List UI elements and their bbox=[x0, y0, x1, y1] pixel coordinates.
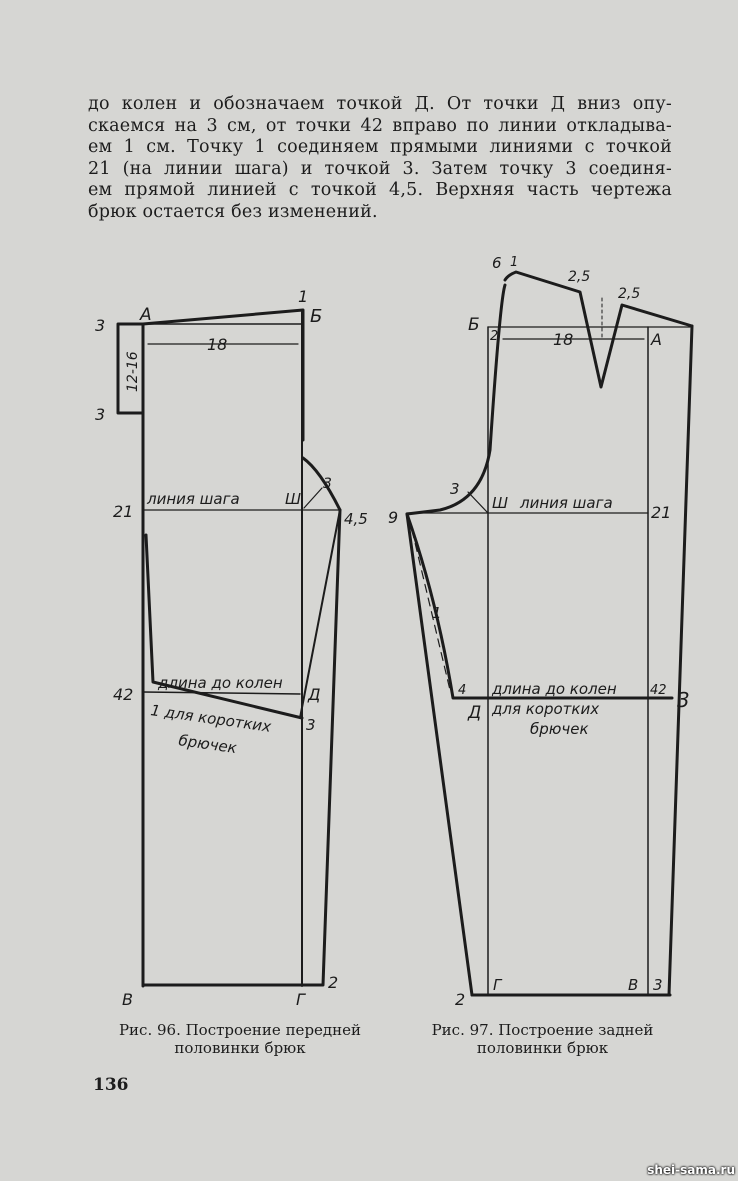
label-b: Б bbox=[310, 306, 322, 327]
label-3: 3 bbox=[653, 976, 663, 994]
label-3: 3 bbox=[677, 688, 690, 712]
label-d: Д bbox=[467, 703, 481, 723]
figure-97-caption: Рис. 97. Построение задней половинки брю… bbox=[405, 1021, 680, 1057]
label-step-line: линия шага bbox=[146, 490, 240, 508]
body-paragraph: до колен и обозначаем точкой Д. От точки… bbox=[88, 94, 672, 223]
label-18: 18 bbox=[553, 330, 573, 349]
figure-96-front-half: А 1 Б 3 3 12-16 18 21 линия шага Ш 3 4,5… bbox=[95, 287, 368, 1009]
label-g: Г bbox=[493, 976, 503, 994]
figure-96-caption: Рис. 96. Построение передней половинки б… bbox=[100, 1021, 380, 1057]
label-knee-line: длина до колен bbox=[491, 680, 617, 698]
label-a: А bbox=[650, 330, 662, 349]
label-short-trousers: для коротких bbox=[491, 700, 599, 718]
label-3: 3 bbox=[323, 476, 332, 492]
label-dart-2-5: 2,5 bbox=[568, 269, 590, 285]
label-3: 3 bbox=[306, 716, 316, 734]
label-2: 2 bbox=[328, 973, 338, 992]
label-1: 1 bbox=[298, 287, 308, 306]
label-18: 18 bbox=[207, 335, 227, 354]
label-6: 6 bbox=[492, 254, 502, 272]
caption-line: Рис. 97. Построение задней bbox=[431, 1021, 654, 1039]
label-dart-2-5: 2,5 bbox=[618, 286, 640, 302]
label-42: 42 bbox=[650, 683, 667, 698]
label-step-line: линия шага bbox=[519, 494, 613, 512]
label-sh: Ш bbox=[285, 490, 301, 508]
caption-line: половинки брюк bbox=[174, 1039, 306, 1057]
label-v: В bbox=[628, 976, 638, 994]
label-21: 21 bbox=[113, 502, 133, 521]
page-number: 136 bbox=[93, 1075, 129, 1095]
label-3: 3 bbox=[95, 316, 105, 335]
paragraph-line: ем 1 см. Точку 1 соединяем прямыми линия… bbox=[88, 137, 672, 157]
watermark: shei-sama.ru bbox=[647, 1163, 735, 1177]
label-2: 2 bbox=[455, 990, 465, 1009]
caption-line: половинки брюк bbox=[476, 1039, 609, 1057]
paragraph-line: брюк остается без изменений. bbox=[88, 201, 378, 222]
label-42: 42 bbox=[113, 685, 133, 704]
paragraph-line: до колен и обозначаем точкой Д. От точки… bbox=[88, 94, 672, 114]
label-a: А bbox=[139, 305, 152, 325]
label-2: 2 bbox=[490, 329, 498, 344]
label-v: В bbox=[122, 990, 133, 1009]
label-3: 3 bbox=[95, 405, 105, 424]
label-short-trousers-2: брючек bbox=[177, 731, 237, 757]
label-3: 3 bbox=[450, 480, 460, 498]
paragraph-line: скаемся на 3 см, от точки 42 вправо по л… bbox=[88, 115, 672, 136]
label-knee-line: длина до колен bbox=[157, 674, 283, 692]
label-g: Г bbox=[296, 990, 306, 1009]
label-1: 1 bbox=[432, 604, 442, 622]
label-9: 9 bbox=[388, 508, 398, 527]
label-4-5: 4,5 bbox=[344, 510, 368, 528]
paragraph-line: 21 (на линии шага) и точкой 3. Затем точ… bbox=[88, 158, 672, 179]
label-sh: Ш bbox=[492, 494, 508, 512]
label-band-width: 12-16 bbox=[125, 351, 141, 392]
label-21: 21 bbox=[651, 503, 671, 522]
figure-97-back-half: 6 1 2,5 2,5 Б 2 18 А 3 Ш линия шага 21 9… bbox=[388, 254, 694, 1009]
label-1: 1 bbox=[510, 255, 518, 270]
label-short-trousers-2: брючек bbox=[530, 720, 589, 738]
label-b: Б bbox=[468, 315, 480, 335]
label-d: Д bbox=[307, 685, 321, 704]
label-4: 4 bbox=[458, 683, 466, 698]
paragraph-line: ем прямой линией с точкой 4,5. Верхняя ч… bbox=[88, 180, 672, 200]
caption-line: Рис. 96. Построение передней bbox=[118, 1021, 362, 1039]
